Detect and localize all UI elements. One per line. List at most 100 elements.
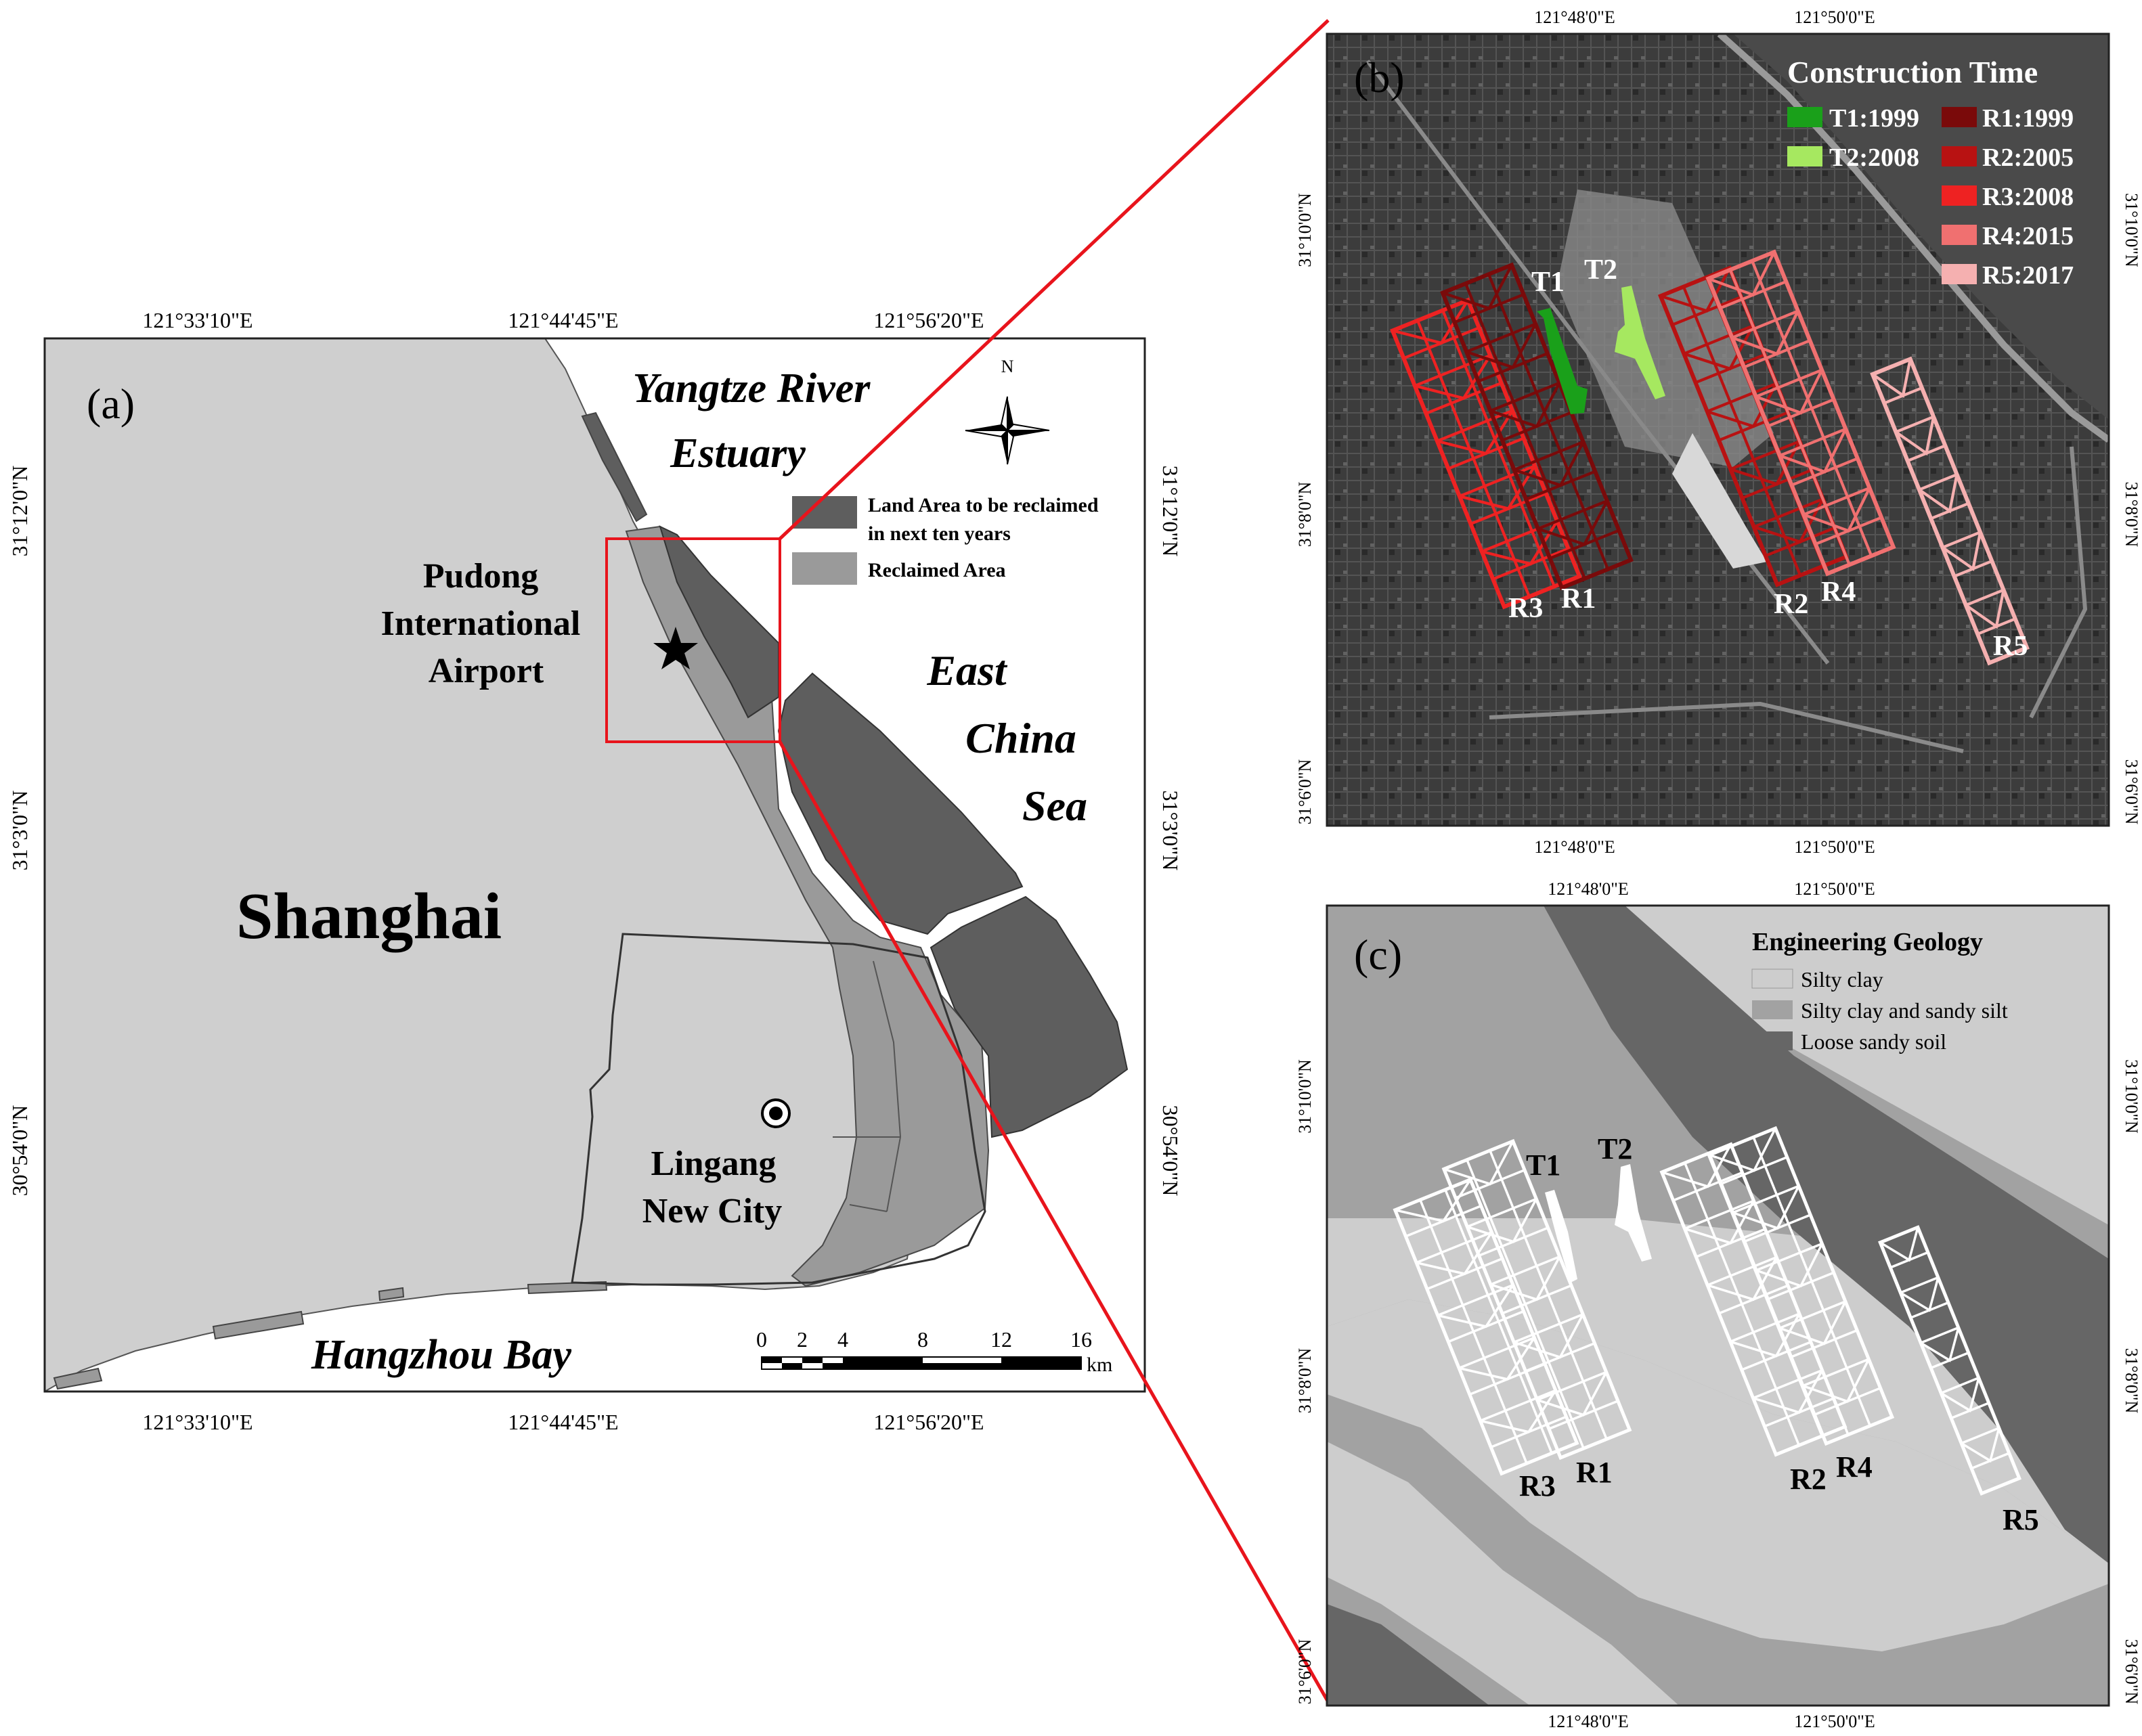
lingang-label-line2: New City xyxy=(642,1192,783,1230)
c-top-tick-2: 121°50'0"E xyxy=(1794,879,1875,899)
legend-b-r5: R5:2017 xyxy=(1982,261,2074,290)
legend-b-r2: R2:2005 xyxy=(1982,143,2074,172)
b-label-r2: R2 xyxy=(1774,589,1808,620)
legend-c-swatch-silty-clay xyxy=(1751,969,1793,989)
c-label-r1: R1 xyxy=(1576,1456,1613,1489)
north-arrow-icon xyxy=(965,396,1050,465)
legend-swatch-reclaimed xyxy=(792,552,857,585)
legend-b-r1: R1:1999 xyxy=(1982,104,2074,133)
c-top-tick-1: 121°48'0"E xyxy=(1548,879,1629,899)
a-right-tick-2: 31°3'0"N xyxy=(1158,791,1183,871)
a-top-tick-1: 121°33'10"E xyxy=(142,308,253,332)
panel-a-map: N (a) Yangtze River Estuary Pudong Inter… xyxy=(7,308,1183,1434)
airport-label-line2: International xyxy=(381,604,581,643)
b-left-tick-3: 31°6'0"N xyxy=(1295,759,1315,825)
panel-c-label: (c) xyxy=(1354,931,1402,979)
runway-r3-b xyxy=(1390,297,1582,610)
reclaimed-strip-north xyxy=(581,411,648,522)
satellite-sea xyxy=(1733,34,2109,420)
c-left-tick-2: 31°8'0"N xyxy=(1295,1348,1315,1414)
geology-loose-sandy-north xyxy=(1544,906,2109,1563)
a-bottom-tick-2: 121°44'45"E xyxy=(508,1410,618,1434)
b-top-tick-2: 121°50'0"E xyxy=(1794,7,1875,27)
runway-r1-c xyxy=(1441,1138,1632,1461)
hangzhou-bay-label: Hangzhou Bay xyxy=(311,1332,572,1378)
scale-unit: km xyxy=(1087,1354,1112,1376)
legend-b-t1: T1:1999 xyxy=(1829,104,1919,133)
legend-b-swatch-t2 xyxy=(1787,146,1822,166)
c-label-t1: T1 xyxy=(1526,1149,1560,1182)
b-right-tick-3: 31°6'0"N xyxy=(2122,759,2141,825)
scale-bar xyxy=(761,1356,1082,1370)
satellite-coastline xyxy=(1717,34,2109,443)
b-left-tick-1: 31°10'0"N xyxy=(1295,193,1315,267)
study-area-box xyxy=(605,537,781,743)
yangtze-label-line2: Estuary xyxy=(670,430,806,476)
b-right-tick-2: 31°8'0"N xyxy=(2122,482,2141,548)
east-china-sea-line2: China xyxy=(965,714,1076,762)
shanghai-label: Shanghai xyxy=(236,880,502,953)
legend-to-be-reclaimed-line2: in next ten years xyxy=(868,522,1011,545)
a-left-tick-2: 31°3'0"N xyxy=(7,791,32,871)
to-be-reclaimed-middle xyxy=(777,672,1024,935)
scale-label-12: 12 xyxy=(990,1327,1012,1352)
c-label-r2: R2 xyxy=(1790,1463,1827,1496)
b-label-t2: T2 xyxy=(1584,254,1617,286)
connector-line-bottom xyxy=(778,740,1330,1704)
b-label-r1: R1 xyxy=(1561,583,1596,615)
scale-label-16: 16 xyxy=(1070,1327,1092,1352)
legend-reclaimed: Reclaimed Area xyxy=(868,559,1006,581)
legend-b-t2: T2:2008 xyxy=(1829,143,1919,172)
legend-b-swatch-t1 xyxy=(1787,107,1822,127)
satellite-road-3 xyxy=(2029,446,2088,719)
b-label-r3: R3 xyxy=(1508,593,1543,624)
legend-b-title: Construction Time xyxy=(1787,55,2038,89)
to-be-reclaimed-south xyxy=(930,895,1129,1138)
bay-island-1 xyxy=(53,1367,103,1390)
a-right-tick-3: 30°54'0"N xyxy=(1158,1105,1183,1197)
panel-b-satellite-map: (b) Construction Time T1:1999 T2:2008 R1… xyxy=(1295,7,2141,857)
a-bottom-tick-1: 121°33'10"E xyxy=(142,1410,253,1434)
legend-b-swatch-r5 xyxy=(1942,264,1977,284)
c-bottom-tick-1: 121°48'0"E xyxy=(1548,1712,1629,1731)
runway-r3-c xyxy=(1393,1177,1579,1476)
bay-island-2 xyxy=(212,1310,305,1340)
scale-label-0: 0 xyxy=(756,1327,767,1352)
terminal-t1-outline xyxy=(1545,1190,1577,1283)
a-bottom-tick-3: 121°56'20"E xyxy=(873,1410,984,1434)
runways-b xyxy=(1390,249,2030,666)
runway-r5-c xyxy=(1878,1225,2021,1496)
c-label-t2: T2 xyxy=(1598,1132,1632,1165)
legend-swatch-to-be-reclaimed xyxy=(792,496,857,529)
lingang-center-dot xyxy=(769,1107,783,1120)
legend-c-swatch-silty-sandy xyxy=(1752,1000,1793,1019)
b-left-tick-2: 31°8'0"N xyxy=(1295,482,1315,548)
legend-b-swatch-r1 xyxy=(1942,107,1977,127)
legend-c-loose-sandy: Loose sandy soil xyxy=(1801,1029,1946,1054)
b-label-r4: R4 xyxy=(1821,577,1856,608)
runway-r4-b xyxy=(1705,249,1896,577)
b-label-r5: R5 xyxy=(1993,631,2028,662)
a-left-tick-3: 30°54'0"N xyxy=(7,1105,32,1197)
c-label-r3: R3 xyxy=(1519,1469,1556,1503)
legend-b-swatch-r3 xyxy=(1942,185,1977,206)
a-right-tick-1: 31°12'0"N xyxy=(1158,466,1183,557)
a-top-tick-2: 121°44'45"E xyxy=(508,308,618,332)
geology-silty-clay-south xyxy=(1327,1442,1679,1706)
legend-b-r3: R3:2008 xyxy=(1982,183,2074,211)
connector-line-top xyxy=(779,19,1330,540)
c-label-r5: R5 xyxy=(2003,1503,2039,1536)
b-bottom-tick-2: 121°50'0"E xyxy=(1794,837,1875,857)
east-china-sea-line1: East xyxy=(926,646,1008,694)
legend-b-swatch-r4 xyxy=(1942,225,1977,245)
airport-label-line3: Airport xyxy=(429,652,544,690)
legend-c-silty-sandy: Silty clay and sandy silt xyxy=(1801,998,2008,1023)
satellite-road-2 xyxy=(1489,701,1964,753)
c-left-tick-3: 31°6'0"N xyxy=(1295,1639,1315,1705)
scale-label-2: 2 xyxy=(797,1327,808,1352)
airport-label-line1: Pudong xyxy=(423,557,539,596)
bay-island-3 xyxy=(378,1287,405,1301)
lingang-inner-line-2 xyxy=(833,1136,900,1212)
legend-b-swatch-r2 xyxy=(1942,146,1977,166)
scale-label-8: 8 xyxy=(917,1327,928,1352)
